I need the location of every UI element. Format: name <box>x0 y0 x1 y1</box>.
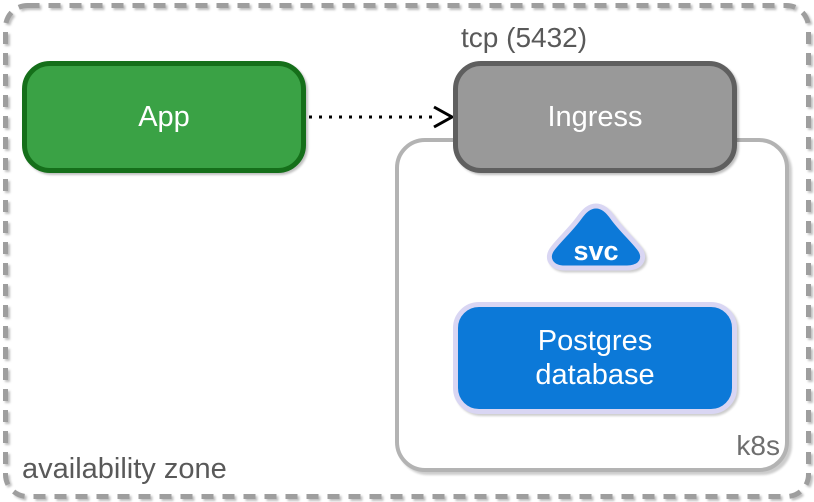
availability-zone-label: availability zone <box>22 453 227 485</box>
tcp-port-label: tcp (5432) <box>461 22 588 53</box>
app-node: App <box>22 61 306 173</box>
postgres-label-line1: Postgres <box>537 325 653 357</box>
postgres-database-node: Postgres database <box>453 302 737 414</box>
postgres-label-line2: database <box>535 359 655 391</box>
svc-node-label: svc <box>573 236 619 266</box>
arrowhead-icon <box>433 105 456 129</box>
ingress-node-label: Ingress <box>547 101 643 133</box>
app-node-label: App <box>138 101 190 133</box>
ingress-node: Ingress <box>453 61 737 173</box>
k8s-box-label: k8s <box>736 430 780 461</box>
